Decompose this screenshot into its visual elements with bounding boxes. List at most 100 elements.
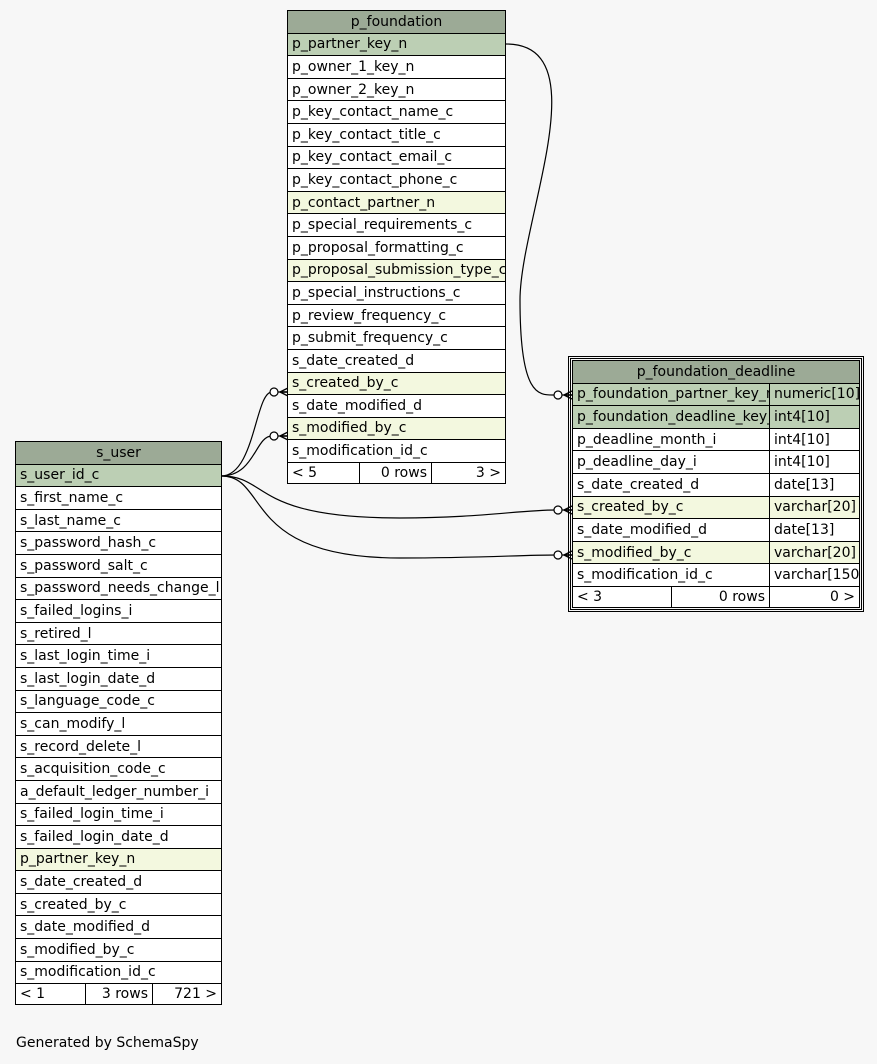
column-row[interactable]: s_user_id_c xyxy=(14,463,223,488)
crows-foot-icon xyxy=(269,431,289,441)
column-name: p_foundation_partner_key_n xyxy=(572,382,770,407)
column-row[interactable]: s_retired_l xyxy=(14,621,223,646)
column-row[interactable]: s_failed_login_date_d xyxy=(14,825,223,849)
column-row[interactable]: s_date_modified_d xyxy=(286,394,507,418)
column-row[interactable]: p_partner_key_n xyxy=(286,32,507,57)
column-name: s_retired_l xyxy=(14,621,223,646)
link-user-deadline-created xyxy=(220,475,572,519)
table-title[interactable]: s_user xyxy=(14,441,223,465)
column-row[interactable]: s_date_created_d xyxy=(286,348,507,373)
column-row[interactable]: p_owner_1_key_n xyxy=(286,55,507,79)
table-p-foundation-deadline[interactable]: p_foundation_deadline p_foundation_partn… xyxy=(567,356,865,612)
column-row[interactable]: s_language_code_c xyxy=(14,689,223,714)
column-name: s_password_needs_change_l xyxy=(14,576,223,601)
column-name: p_contact_partner_n xyxy=(286,190,507,215)
column-name: s_can_modify_l xyxy=(14,712,223,736)
column-name: s_modification_id_c xyxy=(286,439,507,463)
children-count-link[interactable]: 0 > xyxy=(768,585,861,608)
column-name: s_created_by_c xyxy=(572,495,770,520)
column-name: p_owner_1_key_n xyxy=(286,55,507,79)
children-count-link[interactable]: 3 > xyxy=(430,461,507,484)
column-row[interactable]: p_key_contact_phone_c xyxy=(286,168,507,192)
row-count: 0 rows xyxy=(359,461,432,484)
column-name: s_language_code_c xyxy=(14,689,223,714)
column-name: s_record_delete_l xyxy=(14,734,223,759)
column-row[interactable]: s_created_by_c xyxy=(286,371,507,396)
column-row[interactable]: s_modification_id_c xyxy=(14,960,223,985)
children-count-link[interactable]: 721 > xyxy=(151,983,223,1006)
column-name: p_key_contact_email_c xyxy=(286,145,507,170)
column-row[interactable]: s_password_hash_c xyxy=(14,531,223,555)
column-name: s_date_created_d xyxy=(286,348,507,373)
column-row[interactable]: s_password_salt_c xyxy=(14,553,223,578)
column-row[interactable]: p_review_frequency_c xyxy=(286,303,507,328)
column-row[interactable]: p_contact_partner_n xyxy=(286,190,507,215)
column-row[interactable]: p_proposal_submission_type_c xyxy=(286,258,507,283)
column-name: s_failed_login_time_i xyxy=(14,802,223,827)
column-row[interactable]: s_acquisition_code_c xyxy=(14,757,223,781)
column-row[interactable]: s_modified_by_c xyxy=(14,938,223,962)
column-row[interactable]: p_key_contact_name_c xyxy=(286,100,507,124)
link-user-foundation-modified xyxy=(220,435,288,477)
parents-count-link[interactable]: < 5 xyxy=(287,461,360,484)
column-name: p_key_contact_name_c xyxy=(286,100,507,124)
column-row[interactable]: p_key_contact_email_c xyxy=(286,145,507,170)
column-row[interactable]: s_record_delete_l xyxy=(14,734,223,759)
link-foundation-deadline xyxy=(505,43,572,396)
column-row[interactable]: s_last_name_c xyxy=(14,508,223,533)
column-type: numeric[10] xyxy=(768,382,861,407)
crows-foot-icon xyxy=(269,387,289,397)
parents-count-link[interactable]: < 1 xyxy=(15,983,86,1006)
column-row[interactable]: p_special_requirements_c xyxy=(286,213,507,237)
table-title[interactable]: p_foundation_deadline xyxy=(571,360,861,384)
column-row[interactable]: s_can_modify_l xyxy=(14,712,223,736)
table-title[interactable]: p_foundation xyxy=(286,10,507,34)
column-name: s_date_created_d xyxy=(14,870,223,894)
column-type: date[13] xyxy=(768,518,861,542)
column-row[interactable]: p_owner_2_key_n xyxy=(286,77,507,102)
column-row[interactable]: p_partner_key_n xyxy=(14,847,223,872)
column-row[interactable]: p_special_instructions_c xyxy=(286,281,507,305)
column-row[interactable]: s_failed_login_time_i xyxy=(14,802,223,827)
column-row[interactable]: s_date_modified_d xyxy=(14,915,223,940)
column-name: p_submit_frequency_c xyxy=(286,326,507,350)
column-row[interactable]: p_proposal_formatting_c xyxy=(286,235,507,260)
column-name: s_created_by_c xyxy=(14,892,223,917)
column-row[interactable]: a_default_ledger_number_i xyxy=(14,779,223,804)
column-name: s_last_name_c xyxy=(14,508,223,533)
column-name: s_modified_by_c xyxy=(14,938,223,962)
parents-count-link[interactable]: < 3 xyxy=(572,585,672,608)
column-name: p_owner_2_key_n xyxy=(286,77,507,102)
column-name: p_key_contact_phone_c xyxy=(286,168,507,192)
column-row[interactable]: s_password_needs_change_l xyxy=(14,576,223,601)
column-row[interactable]: s_first_name_c xyxy=(14,486,223,510)
column-row[interactable]: s_created_by_c xyxy=(14,892,223,917)
column-row[interactable]: s_failed_logins_i xyxy=(14,599,223,623)
column-row[interactable]: p_submit_frequency_c xyxy=(286,326,507,350)
column-name: s_failed_login_date_d xyxy=(14,825,223,849)
column-row[interactable]: p_key_contact_title_c xyxy=(286,122,507,147)
column-name: p_review_frequency_c xyxy=(286,303,507,328)
column-name: p_proposal_submission_type_c xyxy=(286,258,507,283)
column-row[interactable]: s_date_created_d xyxy=(14,870,223,894)
column-row[interactable]: s_last_login_date_d xyxy=(14,666,223,691)
column-row[interactable]: s_last_login_time_i xyxy=(14,644,223,668)
column-row[interactable]: s_modification_id_c xyxy=(286,439,507,463)
column-type: varchar[20] xyxy=(768,540,861,565)
crows-foot-icon xyxy=(553,505,573,515)
column-name: s_modified_by_c xyxy=(286,416,507,441)
column-name: p_partner_key_n xyxy=(286,32,507,57)
column-row[interactable]: s_modified_by_c xyxy=(286,416,507,441)
